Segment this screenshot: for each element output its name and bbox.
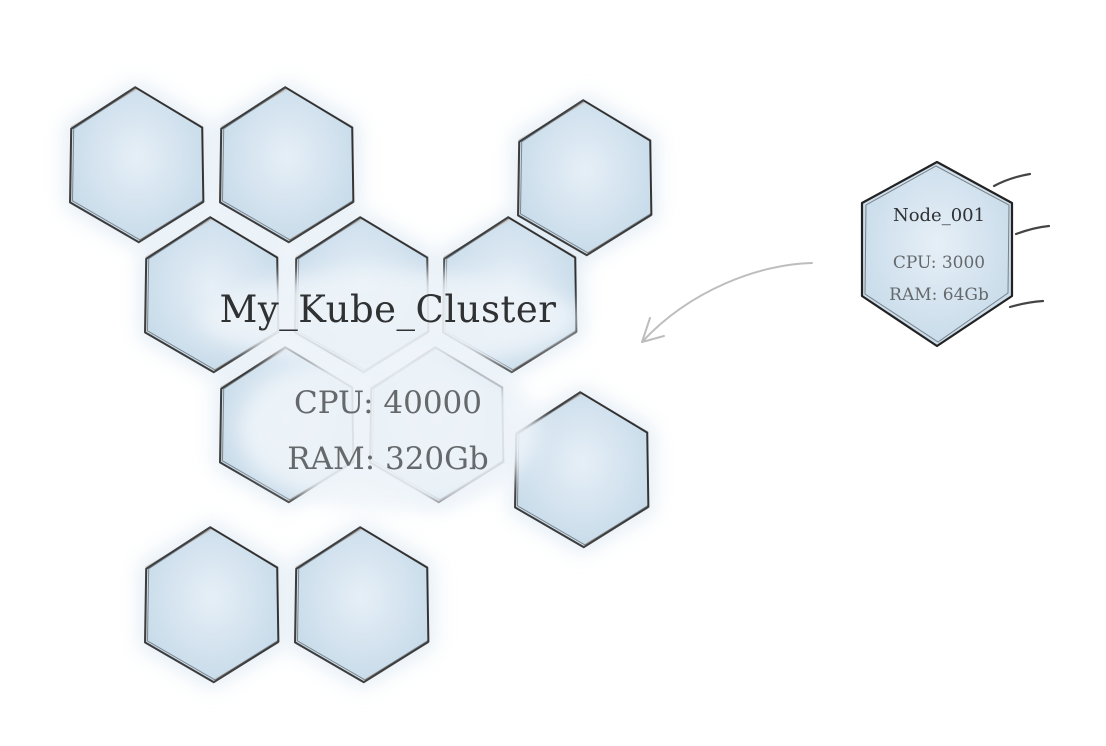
hex-outline [147,217,279,371]
cluster-name: My_Kube_Cluster [219,288,557,331]
hex-outline [147,527,279,681]
motion-line-middle [1014,224,1051,236]
cluster-halo [200,270,580,510]
motion-line-top [992,172,1032,188]
arrow-shaft [641,262,813,343]
motion-line-bottom [1008,299,1045,309]
hex-outline [442,216,578,374]
node-ram-label: RAM: 64Gb [889,285,989,305]
cluster-cpu-label: CPU: 40000 [294,385,482,421]
cluster-ram-label: RAM: 320Gb [287,441,489,477]
node-cpu-label: CPU: 3000 [892,253,986,273]
hex-outline [294,526,430,684]
hex-outline [445,217,577,371]
hex-outline [69,86,205,244]
hex-outline [222,87,354,241]
node-name: Node_001 [892,205,986,226]
hex-outline [72,87,204,241]
hex-outline [144,526,280,684]
hex-outline [144,216,280,374]
motion-lines [992,172,1051,309]
hex-outline [219,86,355,244]
node-hexagon [860,160,1014,348]
join-arrow [641,262,813,343]
hex-outline [297,527,429,681]
hex-outline [520,100,652,254]
hex-outline [517,99,653,257]
arrow-head [641,317,665,343]
